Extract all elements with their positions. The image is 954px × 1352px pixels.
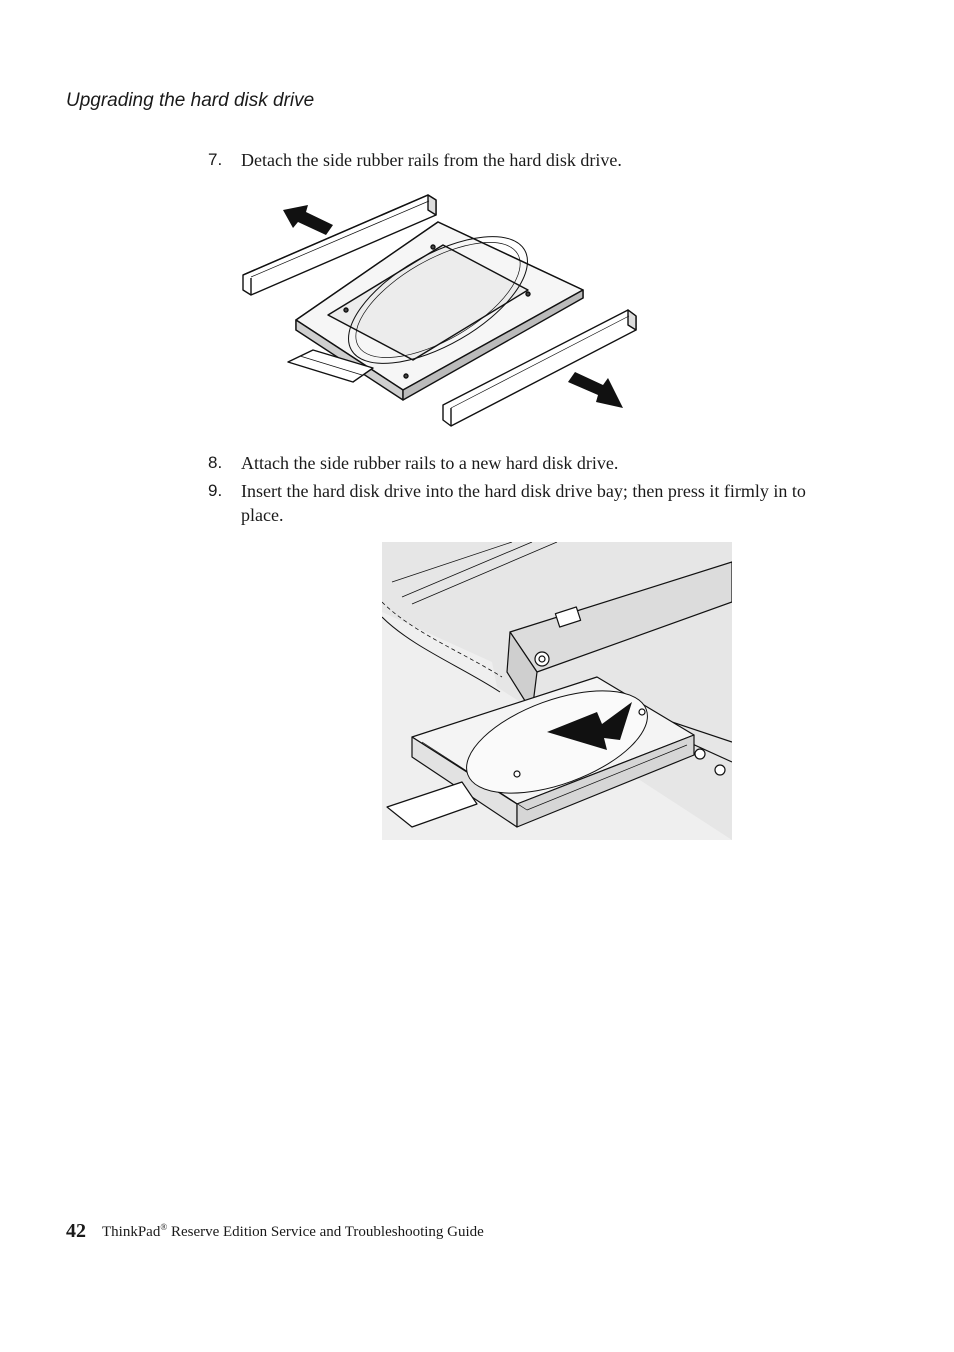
step-number: 8. <box>208 453 223 472</box>
step-text: Detach the side rubber rails from the ha… <box>241 150 622 170</box>
page-number: 42 <box>66 1220 86 1242</box>
step-9: 9. Insert the hard disk drive into the h… <box>208 479 848 527</box>
step-8: 8. Attach the side rubber rails to a new… <box>208 451 848 475</box>
drive-insertion-illustration <box>382 542 732 840</box>
step-number: 9. <box>208 481 223 500</box>
step-text: Attach the side rubber rails to a new ha… <box>241 453 619 473</box>
footer-title: Reserve Edition Service and Troubleshoot… <box>167 1224 484 1240</box>
section-title: Upgrading the hard disk drive <box>66 90 315 111</box>
step-text: Insert the hard disk drive into the hard… <box>241 481 806 525</box>
page-footer: 42 ThinkPad® Reserve Edition Service and … <box>66 1220 484 1243</box>
rail-removal-illustration <box>242 194 637 427</box>
footer-brand: ThinkPad <box>102 1224 161 1240</box>
step-7: 7. Detach the side rubber rails from the… <box>208 148 848 172</box>
step-number: 7. <box>208 150 223 169</box>
registered-mark: ® <box>160 1222 168 1232</box>
